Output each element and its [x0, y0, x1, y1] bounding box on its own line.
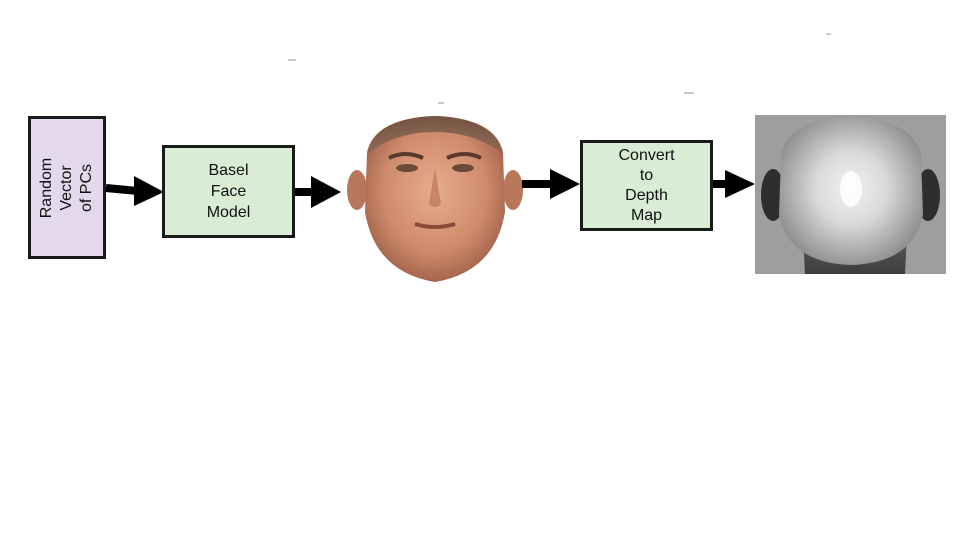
artifact-speck — [288, 59, 296, 61]
depth-map-image — [755, 115, 946, 274]
arrow-face-to-convert — [522, 169, 580, 199]
basel-face-model-node: Basel Face Model — [162, 145, 295, 238]
arrow-random-to-basel — [105, 176, 164, 206]
convert-depth-label: Convert to Depth Map — [618, 146, 675, 224]
left-brow — [388, 152, 424, 160]
basel-face-model-label: Basel Face Model — [206, 162, 251, 221]
depth-nose — [840, 171, 862, 207]
artifact-speck — [826, 33, 831, 35]
mouth — [414, 222, 456, 229]
right-brow — [446, 152, 482, 160]
arrow-convert-to-depth — [713, 170, 755, 198]
right-eye — [452, 164, 474, 172]
random-vector-label: Random Vector of PCs — [37, 157, 95, 218]
rendered-face-image — [347, 116, 523, 282]
left-ear — [347, 170, 367, 210]
hair — [367, 116, 503, 154]
artifact-speck — [684, 92, 694, 94]
right-ear — [503, 170, 523, 210]
nose — [429, 168, 441, 207]
arrow-basel-to-face — [295, 176, 341, 208]
convert-depth-node: Convert to Depth Map — [580, 140, 713, 231]
random-vector-node: Random Vector of PCs — [28, 116, 106, 259]
artifact-speck — [438, 102, 444, 104]
depth-left-ear — [761, 169, 785, 221]
left-eye — [396, 164, 418, 172]
